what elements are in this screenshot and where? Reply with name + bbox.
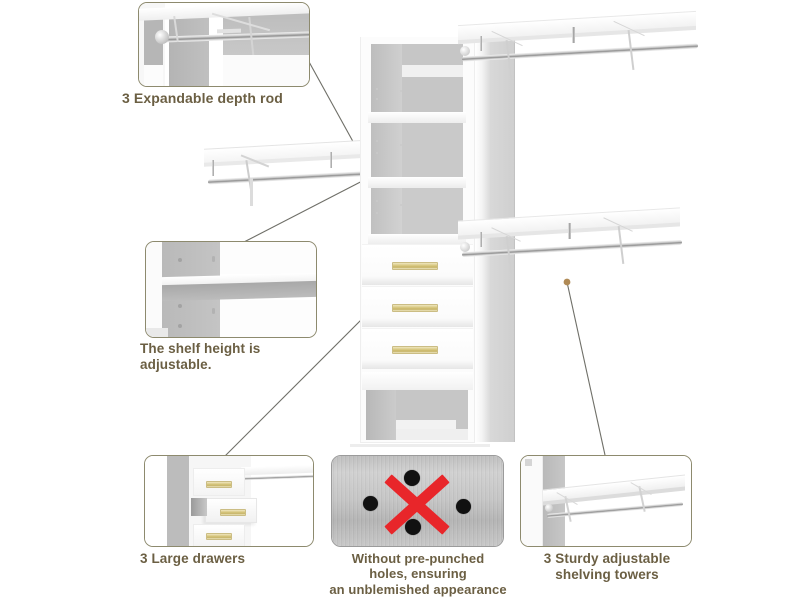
- mini5-white-left-strip: [521, 456, 543, 546]
- callout-expandable-depth-rod-caption: 3 Expandable depth rod: [122, 90, 283, 106]
- tower-bottom-left-wall: [366, 390, 396, 440]
- mini2-peg-hole: [178, 258, 182, 262]
- callout-large-drawers-caption: 3 Large drawers: [140, 551, 246, 566]
- tower-shelf-3: [368, 234, 466, 244]
- pre-punched-hole: [404, 470, 420, 486]
- peg-hole: [400, 144, 402, 146]
- callout-sturdy-shelving-towers-box: [520, 455, 692, 547]
- tower-bottom-floor: [396, 429, 468, 440]
- top-right-rod-hanger-2: [572, 27, 575, 43]
- callout-sturdy-shelving-towers-caption: 3 Sturdy adjustable shelving towers: [543, 551, 671, 582]
- peg-hole: [376, 152, 378, 154]
- mini3-drawer-slide: [191, 498, 207, 516]
- drawer-2: [362, 286, 473, 327]
- tower-left-wall: [371, 44, 402, 112]
- mini2-base-board: [146, 328, 168, 337]
- left-rod-hanger-1: [212, 160, 214, 176]
- tower-bottom-inner-shelf: [396, 420, 456, 429]
- callout-shelf-height-adjustable-box: [145, 241, 317, 338]
- peg-hole: [376, 88, 378, 90]
- callout-expandable-depth-rod-box: [138, 2, 310, 87]
- callout-without-pre-punched-holes-box: [331, 455, 504, 547]
- mini1-white-sill: [144, 65, 163, 86]
- callout-large-drawers-box: [144, 455, 314, 547]
- peg-hole: [376, 98, 378, 100]
- mini3-drawer-1-handle: [206, 481, 232, 488]
- tower-upper-inner-shelf: [402, 65, 463, 77]
- mini2-peg-hole: [212, 308, 215, 314]
- drawer-1-handle: [392, 262, 438, 270]
- left-shelf-post: [250, 178, 253, 206]
- mid-right-rod-end-cap: [460, 242, 470, 252]
- tower-skirt-board: [362, 372, 473, 390]
- tower-shelf-2: [368, 177, 466, 188]
- tower-shelf-1: [368, 112, 466, 123]
- callout-without-pre-punched-holes-caption: Without pre-punched holes, ensuring an u…: [329, 551, 507, 597]
- mini3-gray-wall: [167, 456, 189, 546]
- mini3-drawer-1: [193, 468, 245, 496]
- callout-shelf-height-adjustable-caption: The shelf height is adjustable.: [140, 341, 261, 372]
- mini2-peg-hole: [212, 256, 215, 262]
- mid-right-rod-hanger-1: [480, 232, 482, 247]
- mini2-white-left-edge: [146, 242, 162, 337]
- mini1-white-floor: [223, 55, 309, 86]
- left-rod-hanger-2: [330, 152, 332, 168]
- pre-punched-hole: [456, 499, 471, 514]
- product-floor-shadow: [350, 444, 490, 447]
- pre-punched-hole: [363, 496, 378, 511]
- peg-hole: [376, 212, 378, 214]
- peg-hole: [400, 90, 402, 92]
- pre-punched-hole: [405, 519, 421, 535]
- tower-compartment-2-left-wall: [371, 123, 402, 177]
- mini5-corner-marker: [525, 459, 532, 466]
- product-illustration: [190, 0, 710, 450]
- drawer-3: [362, 328, 473, 369]
- mini2-peg-hole: [178, 324, 182, 328]
- drawer-stack: [362, 244, 473, 372]
- mini3-drawer-3-handle: [206, 533, 232, 540]
- top-right-rod-hanger-1: [480, 36, 482, 51]
- tower-top-board: [360, 28, 475, 37]
- mini2-peg-hole: [178, 304, 182, 308]
- mini5-rod-end-cap: [545, 504, 553, 512]
- center-tower: [360, 28, 475, 443]
- mini1-rod-end-cap: [155, 30, 169, 44]
- peg-hole: [376, 200, 378, 202]
- peg-hole: [400, 204, 402, 206]
- drawer-1: [362, 244, 473, 285]
- mini2-white-right-upper: [220, 242, 316, 274]
- top-right-rod-end-cap: [460, 46, 470, 56]
- drawer-2-handle: [392, 304, 438, 312]
- drawer-3-handle: [392, 346, 438, 354]
- mini3-drawer-2-handle: [220, 509, 246, 516]
- mini3-drawer-3: [193, 524, 245, 546]
- peg-hole: [376, 140, 378, 142]
- mini2-white-lower-right: [220, 300, 316, 337]
- mid-right-rod-hanger-2: [568, 223, 571, 239]
